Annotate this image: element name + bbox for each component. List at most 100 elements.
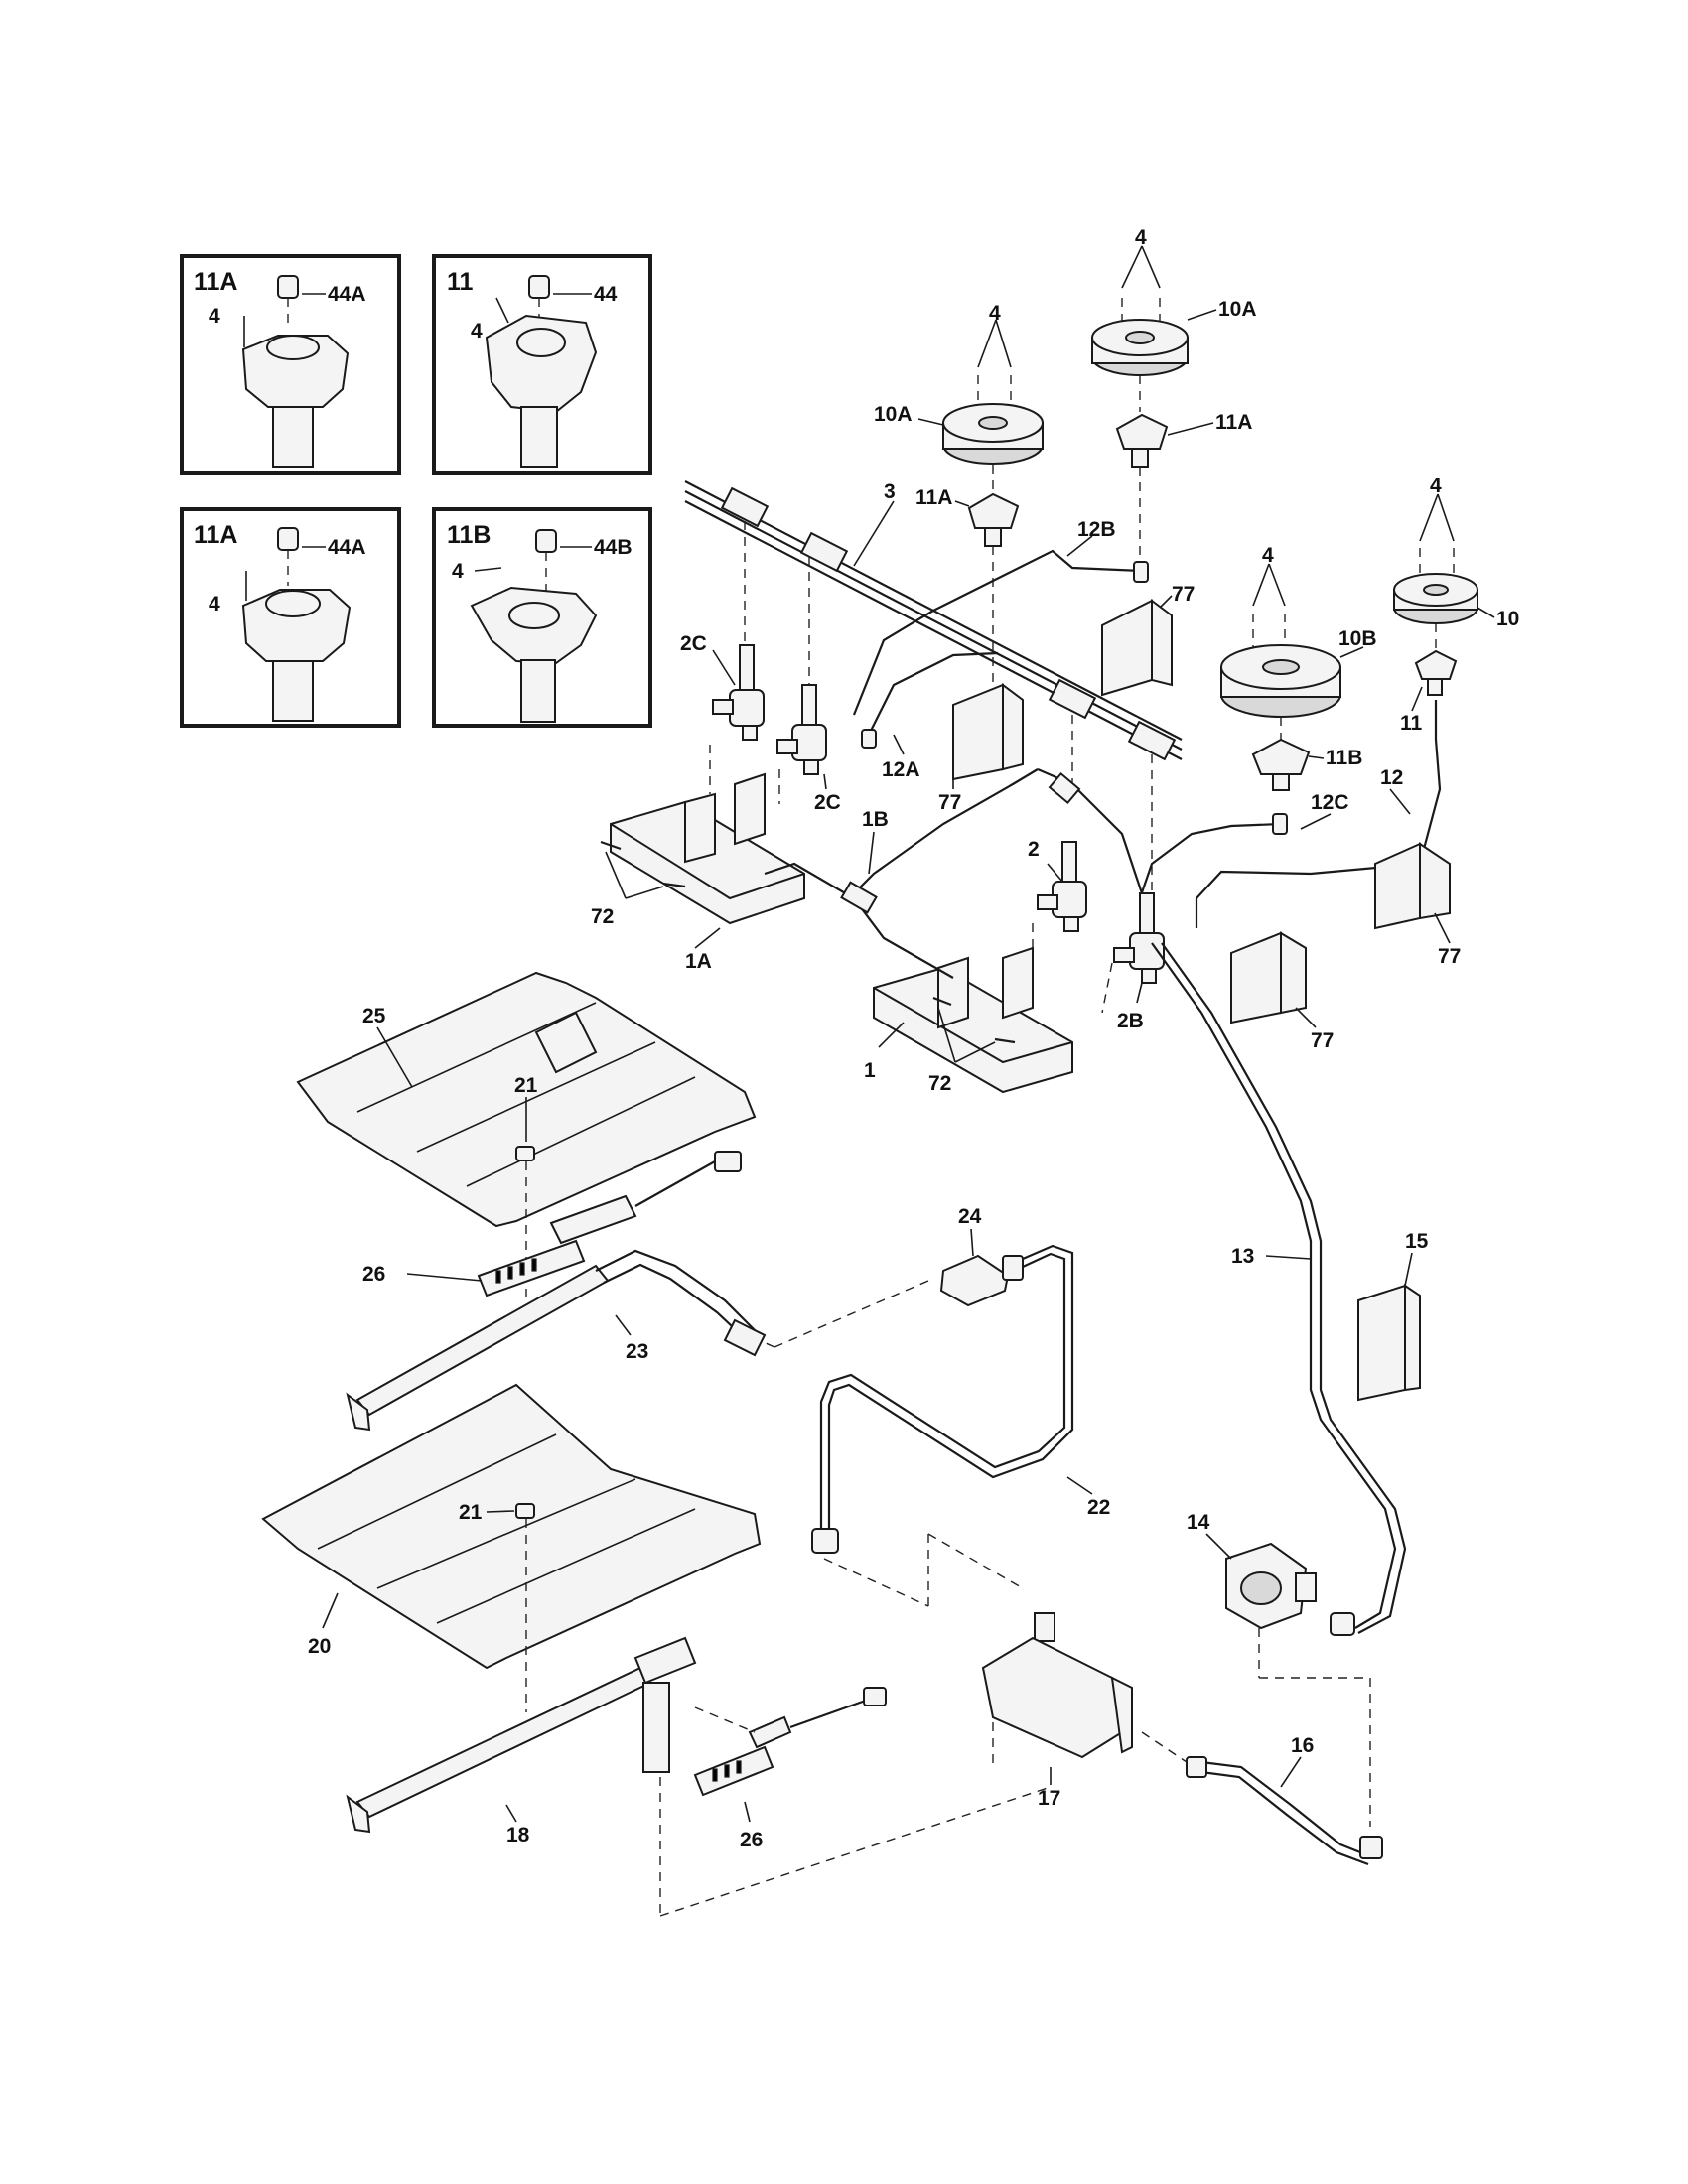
burner-cap-10b [1220,644,1341,718]
label-11a-right: 11A [1215,411,1252,434]
bracket-77-left [952,683,1024,781]
label-25: 25 [362,1005,386,1027]
tube-1b [764,767,1144,979]
label-1b: 1B [862,808,889,831]
tube-12 [1195,700,1442,928]
burner-head-11b [1251,738,1311,791]
manifold-1 [873,946,1073,1094]
tube-12b [852,549,1149,716]
regulator-14 [1225,1542,1317,1630]
orifice-24 [939,1254,1024,1307]
label-21-bottom: 21 [459,1501,483,1524]
tube-22 [811,1244,1074,1554]
valve-2c-right [776,684,827,775]
burner-cap-10a-right [1091,319,1189,376]
pin-label: 4 [471,320,483,342]
label-77-left: 77 [938,791,961,814]
oven-valve-17 [981,1612,1133,1759]
inset-11a-bottom: 11A 44A 4 [180,507,401,728]
burner-cap-10 [1393,573,1478,624]
tube-12a [861,651,999,749]
screw-label: 44 [594,283,618,306]
pin-label: 4 [209,593,220,615]
inset-title: 11 [447,268,474,296]
label-23: 23 [626,1340,648,1363]
inset-title: 11B [447,521,491,549]
label-4-right-middle: 4 [1262,544,1274,567]
label-2b: 2B [1117,1010,1144,1032]
label-10: 10 [1496,608,1519,630]
burner-head-11a-left [967,492,1020,547]
label-11b: 11B [1326,747,1362,769]
tube-13 [1151,942,1407,1636]
label-20: 20 [308,1635,331,1658]
bracket-77-bottom [1230,931,1307,1024]
label-26-top: 26 [362,1263,385,1286]
label-10a-left: 10A [874,403,913,426]
inset-11: 11 44 4 [432,254,652,475]
tube-12c [1138,813,1288,899]
igniter-26-bottom [693,1687,887,1797]
label-77-top: 77 [1172,583,1195,606]
label-3: 3 [884,480,896,503]
label-72-bottom: 72 [928,1072,951,1095]
label-4-top-right: 4 [1135,226,1147,249]
shield-20 [261,1383,762,1670]
inset-title: 11A [194,268,237,296]
screw-label: 44B [594,536,633,559]
label-72-top: 72 [591,905,614,928]
valve-2 [1037,841,1087,932]
label-17: 17 [1038,1787,1060,1810]
label-77-right: 77 [1438,945,1461,968]
nut-21-top [515,1146,535,1161]
label-12b: 12B [1077,518,1116,541]
burner-18 [346,1636,697,1834]
screw-label: 44A [328,283,366,306]
screws-72-top [600,840,686,888]
burner-cap-10a-left [942,403,1044,465]
screws-72-bottom [932,996,1016,1044]
valve-2b [1113,892,1165,984]
label-2c-right: 2C [814,791,841,814]
label-12: 12 [1380,766,1403,789]
label-2c-left: 2C [680,632,707,655]
inset-title: 11A [194,521,237,549]
inset-11b: 11B 44B 4 [432,507,652,728]
label-4-top-middle: 4 [989,302,1001,325]
bracket-77-top [1101,599,1173,697]
pin-label: 4 [209,305,220,328]
burner-head-11a-right [1115,413,1169,468]
igniter-26-top [477,1151,742,1297]
burner-23 [346,1249,767,1432]
screw-label: 44A [328,536,366,559]
label-18: 18 [506,1824,530,1846]
label-21-top: 21 [514,1074,538,1097]
label-1: 1 [864,1059,876,1082]
label-22: 22 [1087,1496,1110,1519]
label-77-bottom: 77 [1311,1029,1334,1052]
tube-16 [1186,1756,1383,1866]
label-12c: 12C [1311,791,1349,814]
manifold-1a [610,772,805,925]
label-10a-right: 10A [1218,298,1257,321]
label-10b: 10B [1338,627,1377,650]
label-15: 15 [1405,1230,1429,1253]
label-11: 11 [1400,712,1423,735]
bracket-15 [1357,1284,1421,1402]
label-13: 13 [1231,1245,1254,1268]
label-1a: 1A [685,950,712,973]
inset-11a-top: 11A 44A 4 [180,254,401,475]
valve-2c-left [712,644,765,741]
label-16: 16 [1291,1734,1314,1757]
label-12a: 12A [882,758,920,781]
label-11a-left: 11A [915,486,952,509]
nut-21-bottom [515,1503,535,1519]
pin-label: 4 [452,560,464,583]
label-4-far-right: 4 [1430,475,1442,497]
label-14: 14 [1187,1511,1210,1534]
label-26-bottom: 26 [740,1829,763,1851]
bracket-77-right [1374,842,1451,930]
label-2: 2 [1028,838,1040,861]
label-24: 24 [958,1205,982,1228]
